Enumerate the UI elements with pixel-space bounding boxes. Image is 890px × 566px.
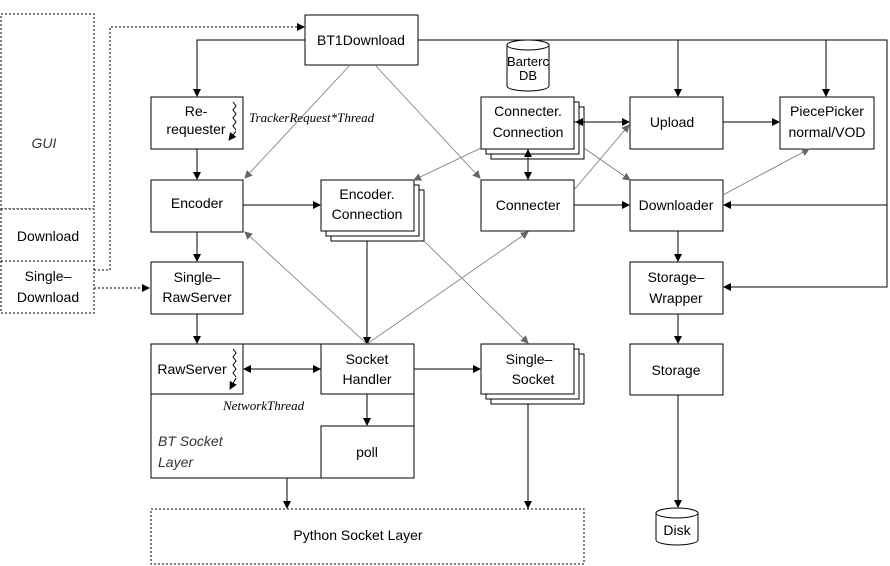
gui-to-bt1download-arrow — [94, 23, 305, 271]
disk-node: Disk — [655, 507, 699, 546]
thread-squiggle-arrow — [228, 130, 237, 141]
bt1download-to-encoder-thin-arrow — [244, 64, 351, 179]
encoder-connection-label-1: Encoder. — [339, 186, 394, 202]
single-rawserver-box — [150, 261, 244, 315]
rerequester-label-2: requester — [166, 121, 225, 137]
single-rawserver-label-2: RawServer — [162, 289, 232, 305]
connecter-node: Connecter — [480, 179, 575, 232]
upload-node: Upload — [629, 96, 724, 150]
upload-box — [629, 96, 724, 150]
piecepicker-box — [779, 96, 875, 150]
bt1download-to-storagewrapper-arrow — [418, 39, 888, 291]
connecterconnection-to-downloader-thin-arrow — [583, 147, 631, 181]
storage-label: Storage — [651, 362, 700, 378]
network-thread-squiggle-arrow — [229, 377, 237, 390]
piecepicker-node: PiecePicker normal/VOD — [779, 96, 875, 150]
arrows — [193, 39, 888, 509]
network-thread-label: NetworkThread — [222, 398, 305, 413]
storage-node: Storage — [629, 343, 724, 396]
bt-socket-layer-label-1: BT Socket — [158, 433, 224, 449]
encoder-box — [150, 179, 244, 233]
single-socket-label-2: Socket — [512, 371, 555, 387]
upload-label: Upload — [650, 114, 694, 130]
storage-wrapper-node: Storage– Wrapper — [629, 261, 724, 315]
single-rawserver-node: Single– RawServer — [150, 261, 244, 315]
single-download-label-2: Download — [17, 289, 79, 305]
piecepicker-label-2: normal/VOD — [788, 124, 865, 140]
python-socket-layer-node: Python Socket Layer — [150, 508, 585, 565]
python-socket-layer-box — [150, 508, 585, 565]
bt-socket-layer-label-2: Layer — [158, 454, 194, 470]
gui-label: GUI — [32, 135, 57, 151]
connecter-label: Connecter — [496, 197, 561, 213]
connecter-connection-box — [480, 96, 575, 150]
bt1download-node: BT1Download — [304, 14, 419, 66]
poll-label: poll — [356, 444, 378, 460]
encoderconnection-to-singlesocket-thin-arrow — [423, 240, 529, 344]
encoder-node: Encoder — [150, 179, 244, 233]
storage-wrapper-label-2: Wrapper — [649, 290, 703, 306]
python-socket-layer-label: Python Socket Layer — [293, 527, 423, 543]
bartercast-db-label-2: DB — [519, 68, 537, 83]
single-rawserver-label-1: Single– — [174, 269, 221, 285]
single-socket-label-1: Single– — [506, 351, 553, 367]
rerequester-node: Re- requester — [150, 96, 244, 150]
bartercast-db-node: Barterc DB — [506, 39, 550, 92]
encoder-connection-box — [320, 179, 415, 232]
socket-handler-label-1: Socket — [346, 351, 389, 367]
thin-arrows — [244, 64, 810, 345]
rerequester-box — [150, 96, 244, 150]
bartercast-db-top — [506, 39, 550, 51]
downloader-label: Downloader — [639, 197, 714, 213]
connecter-to-upload-thin-arrow — [573, 124, 630, 191]
downloader-to-piecepicker-thin-arrow — [722, 148, 810, 196]
sockethandler-to-encoder-thin-arrow — [244, 231, 368, 345]
sockethandler-to-connecter-thin-arrow — [366, 231, 529, 345]
bt-socket-layer: RawServer Socket Handler poll BT Socket … — [150, 343, 415, 479]
downloader-box — [629, 179, 724, 232]
disk-label: Disk — [663, 522, 691, 538]
downloader-node: Downloader — [629, 179, 724, 232]
disk-top — [655, 507, 699, 519]
rerequester-label-1: Re- — [185, 103, 208, 119]
storage-wrapper-label-1: Storage– — [648, 269, 705, 285]
single-socket-box — [480, 343, 575, 395]
download-box — [0, 208, 95, 262]
connecter-box — [480, 179, 575, 232]
bt1download-box — [304, 14, 419, 66]
encoder-label: Encoder — [171, 195, 223, 211]
connecterconnection-to-encoderconnection-thin-arrow — [413, 147, 482, 181]
rawserver-label: RawServer — [157, 361, 227, 377]
connecter-connection-label-2: Connection — [493, 124, 564, 140]
bartercast-db-label-1: Barterc — [507, 54, 549, 69]
single-download-box — [0, 260, 95, 314]
bt1download-to-connecter-thin-arrow — [374, 64, 481, 179]
encoder-connection-label-2: Connection — [332, 206, 403, 222]
piecepicker-label-1: PiecePicker — [790, 103, 864, 119]
poll-box — [320, 425, 415, 479]
bartercast-db-body — [506, 45, 550, 92]
network-thread-squiggle-icon — [232, 348, 237, 378]
disk-body — [655, 513, 699, 546]
storage-box — [629, 343, 724, 396]
download-label: Download — [17, 228, 79, 244]
thread-squiggle-icon — [232, 101, 237, 131]
bt1download-label: BT1Download — [317, 32, 405, 48]
connecter-connection-label-1: Connecter. — [494, 103, 562, 119]
socket-handler-box — [320, 343, 415, 395]
single-socket-node: Single– Socket — [480, 343, 585, 405]
socket-handler-label-2: Handler — [342, 371, 391, 387]
bt1download-to-rerequester-arrow — [193, 39, 305, 97]
single-download-label-1: Single– — [25, 268, 72, 284]
gui-box — [0, 13, 95, 210]
connecter-connection-node: Connecter. Connection — [480, 96, 585, 160]
rawserver-box — [150, 343, 244, 395]
tracker-thread-label: TrackerRequest*Thread — [249, 110, 375, 125]
encoder-connection-node: Encoder. Connection — [320, 179, 425, 242]
gui-panel: GUI Download Single– Download — [0, 13, 95, 314]
